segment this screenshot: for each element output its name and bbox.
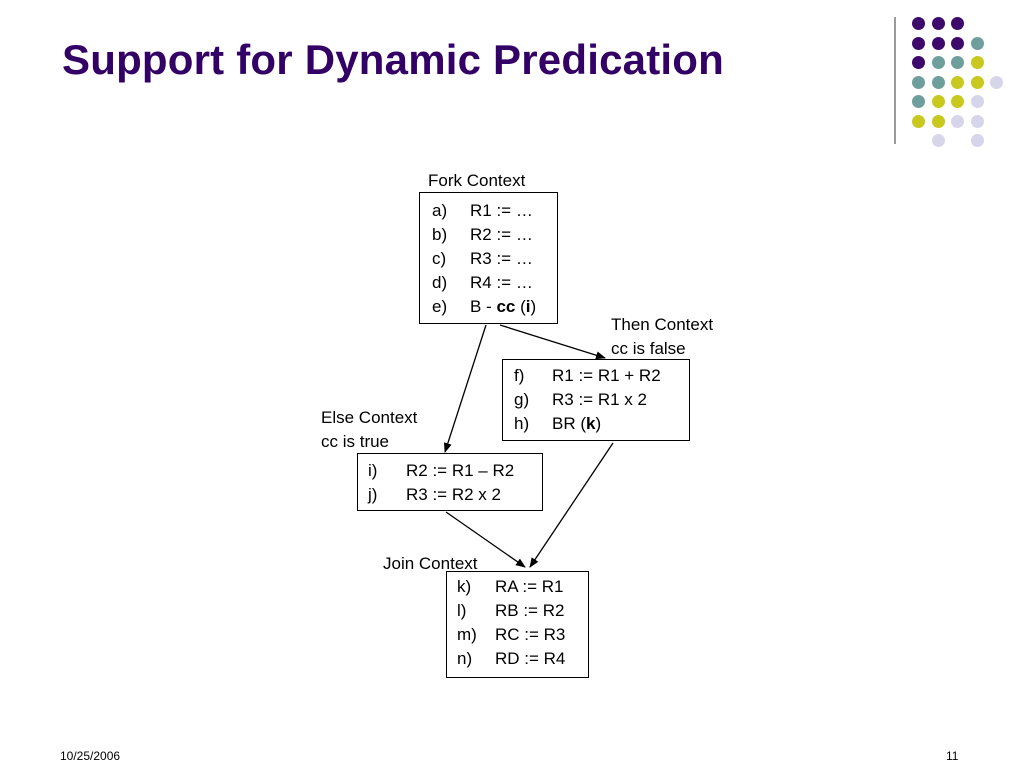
arrow-fork-to-then bbox=[499, 324, 606, 360]
instruction-marker: j) bbox=[368, 485, 378, 504]
then-context-box: f) R1 := R1 + R2 g) R3 := R1 x 2 h) BR (k) bbox=[502, 359, 690, 441]
arrow-else-to-join bbox=[445, 511, 526, 568]
instruction-line: k) RA := R1 bbox=[457, 575, 588, 599]
footer-page-number: 11 bbox=[946, 749, 959, 763]
instruction-marker: f) bbox=[514, 366, 525, 385]
arrow-then-to-join bbox=[529, 442, 614, 568]
decorative-dot bbox=[931, 56, 945, 69]
instruction-text: R3 := … bbox=[470, 249, 533, 268]
instruction-text: R4 := … bbox=[470, 273, 533, 292]
decorative-dot bbox=[931, 17, 945, 30]
then-context-condition: cc is false bbox=[611, 339, 686, 358]
instruction-line: h) BR (k) bbox=[514, 412, 689, 436]
else-context-label: Else Context bbox=[321, 408, 418, 427]
instruction-line: g) R3 := R1 x 2 bbox=[514, 388, 689, 412]
instruction-line: c) R3 := … bbox=[432, 247, 557, 271]
decorative-dot bbox=[951, 95, 964, 108]
decorative-dot bbox=[951, 56, 964, 69]
decorative-dot bbox=[970, 95, 984, 108]
instruction-text: R2 := … bbox=[470, 225, 533, 244]
instruction-text: R1 := … bbox=[470, 201, 533, 220]
decorative-dot bbox=[970, 114, 984, 128]
instruction-text-post: ) bbox=[530, 297, 537, 316]
join-context-box: k) RA := R1 l) RB := R2 m) RC := R3 n) RD :=… bbox=[446, 571, 589, 678]
instruction-line: a) R1 := … bbox=[432, 199, 557, 223]
decorative-dot bbox=[931, 36, 945, 50]
decorative-dot bbox=[912, 75, 925, 89]
decorative-dot bbox=[951, 17, 964, 30]
decorative-dot bbox=[931, 75, 945, 89]
decorative-dot bbox=[931, 134, 945, 147]
instruction-text: R2 := R1 – R2 bbox=[406, 461, 515, 480]
instruction-marker: h) bbox=[514, 414, 530, 433]
instruction-marker: n) bbox=[457, 649, 473, 668]
instruction-marker: m) bbox=[457, 625, 477, 644]
decorative-dot bbox=[970, 56, 984, 69]
instruction-marker: k) bbox=[457, 577, 472, 596]
decorative-dot bbox=[912, 56, 925, 69]
instruction-text: RC := R3 bbox=[495, 625, 566, 644]
instruction-marker: a) bbox=[432, 201, 448, 220]
decorative-dot bbox=[951, 36, 964, 50]
instruction-marker: e) bbox=[432, 297, 448, 316]
instruction-line: j) R3 := R2 x 2 bbox=[368, 483, 542, 507]
instruction-text: R3 := R1 x 2 bbox=[552, 390, 647, 409]
else-context-condition: cc is true bbox=[321, 432, 390, 451]
instruction-line: f) R1 := R1 + R2 bbox=[514, 364, 689, 388]
instruction-text-pre: B - bbox=[470, 297, 497, 316]
decorative-dot bbox=[970, 75, 984, 89]
instruction-text-mid: ( bbox=[515, 297, 526, 316]
instruction-line: m) RC := R3 bbox=[457, 623, 588, 647]
decorative-dot bbox=[912, 95, 925, 108]
decorative-dot bbox=[951, 114, 964, 128]
decorative-dot bbox=[912, 17, 925, 30]
fork-context-box: a)R1 := … b)R2 := … c)R3 := … d)R4 := … … bbox=[419, 192, 558, 324]
instruction-line: d) R4 := … bbox=[432, 271, 557, 295]
instruction-text: RD := R4 bbox=[495, 649, 566, 668]
branch-target: i bbox=[525, 297, 531, 316]
decorative-dot bbox=[970, 134, 984, 147]
instruction-line: n) RD := R4 bbox=[457, 647, 588, 671]
decorative-dot bbox=[951, 75, 964, 89]
instruction-text-pre: BR ( bbox=[552, 414, 586, 433]
fork-context-label: Fork Context bbox=[428, 171, 526, 190]
instruction-text: RA := R1 bbox=[495, 577, 564, 596]
instruction-marker: b) bbox=[432, 225, 448, 244]
else-context-box: i) R2 := R1 – R2 j) R3 := R2 x 2 bbox=[357, 453, 543, 511]
instruction-line: l) RB := R2 bbox=[457, 599, 588, 623]
join-context-label: Join Context bbox=[383, 554, 478, 573]
instruction-text: R1 := R1 + R2 bbox=[552, 366, 661, 385]
then-context-label: Then Context bbox=[611, 315, 714, 334]
instruction-marker: i) bbox=[368, 461, 378, 480]
instruction-marker: l) bbox=[457, 601, 467, 620]
instruction-marker: g) bbox=[514, 390, 530, 409]
instruction-line: e) B - cc (i) bbox=[432, 295, 557, 319]
decorative-dot bbox=[931, 114, 945, 128]
decorative-dot bbox=[970, 36, 984, 50]
footer-date: 10/25/2006 bbox=[60, 749, 121, 763]
instruction-text: R3 := R2 x 2 bbox=[406, 485, 501, 504]
instruction-text-post: ) bbox=[595, 414, 602, 433]
branch-target: k bbox=[586, 414, 596, 433]
arrow-fork-to-else bbox=[443, 324, 487, 453]
decorative-dot bbox=[912, 36, 925, 50]
decorative-divider bbox=[894, 17, 896, 144]
decorative-dot bbox=[931, 95, 945, 108]
instruction-text: RB := R2 bbox=[495, 601, 565, 620]
slide-title: Support for Dynamic Predication bbox=[62, 36, 724, 83]
decorative-dot bbox=[990, 75, 1003, 89]
condition-code: cc bbox=[496, 297, 516, 316]
instruction-line: b) R2 := … bbox=[432, 223, 557, 247]
decorative-dot bbox=[912, 114, 925, 128]
instruction-marker: c) bbox=[432, 249, 447, 268]
instruction-line: i) R2 := R1 – R2 bbox=[368, 459, 542, 483]
instruction-marker: d) bbox=[432, 273, 448, 292]
